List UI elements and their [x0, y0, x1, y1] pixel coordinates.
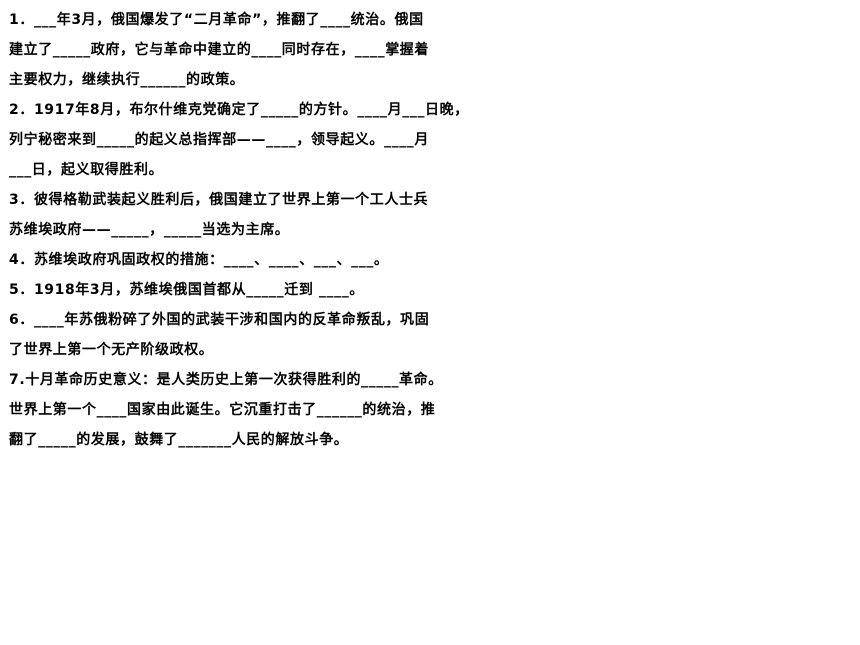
question-line: 翻了_____的发展，鼓舞了_______人民的解放斗争。 — [9, 432, 349, 448]
question-line: 苏维埃政府——_____，_____当选为主席。 — [9, 222, 290, 238]
question-line: 6．____年苏俄粉碎了外国的武装干涉和国内的反革命叛乱，巩固 — [9, 312, 430, 328]
question-2: 2．1917年8月，布尔什维克党确定了_____的方针。____月___日晚， … — [9, 95, 860, 185]
question-line: 主要权力，继续执行______的政策。 — [9, 72, 245, 88]
question-4: 4．苏维埃政府巩固政权的措施：____、____、___、___。 — [9, 245, 860, 275]
question-line: 了世界上第一个无产阶级政权。 — [9, 342, 214, 358]
question-line: 2．1917年8月，布尔什维克党确定了_____的方针。____月___日晚， — [9, 102, 469, 118]
question-line: 建立了_____政府，它与革命中建立的____同时存在，____掌握着 — [9, 42, 429, 58]
question-1: 1．___年3月，俄国爆发了“二月革命”，推翻了____统治。俄国 建立了___… — [9, 5, 860, 95]
question-line: 世界上第一个____国家由此诞生。它沉重打击了______的统治，推 — [9, 402, 436, 418]
question-line: 7.十月革命历史意义：是人类历史上第一次获得胜利的_____革命。 — [9, 372, 443, 388]
question-5: 5．1918年3月，苏维埃俄国首都从_____迁到 ____。 — [9, 275, 860, 305]
question-7: 7.十月革命历史意义：是人类历史上第一次获得胜利的_____革命。 世界上第一个… — [9, 365, 860, 455]
question-line: 4．苏维埃政府巩固政权的措施：____、____、___、___。 — [9, 252, 389, 268]
question-3: 3．彼得格勒武装起义胜利后，俄国建立了世界上第一个工人士兵 苏维埃政府——___… — [9, 185, 860, 245]
question-6: 6．____年苏俄粉碎了外国的武装干涉和国内的反革命叛乱，巩固 了世界上第一个无… — [9, 305, 860, 365]
question-line: 1．___年3月，俄国爆发了“二月革命”，推翻了____统治。俄国 — [9, 12, 424, 28]
question-line: 列宁秘密来到_____的起义总指挥部——____，领导起义。____月 — [9, 132, 429, 148]
question-line: 3．彼得格勒武装起义胜利后，俄国建立了世界上第一个工人士兵 — [9, 192, 429, 208]
question-line: 5．1918年3月，苏维埃俄国首都从_____迁到 ____。 — [9, 282, 364, 298]
question-line: ___日，起义取得胜利。 — [9, 162, 164, 178]
